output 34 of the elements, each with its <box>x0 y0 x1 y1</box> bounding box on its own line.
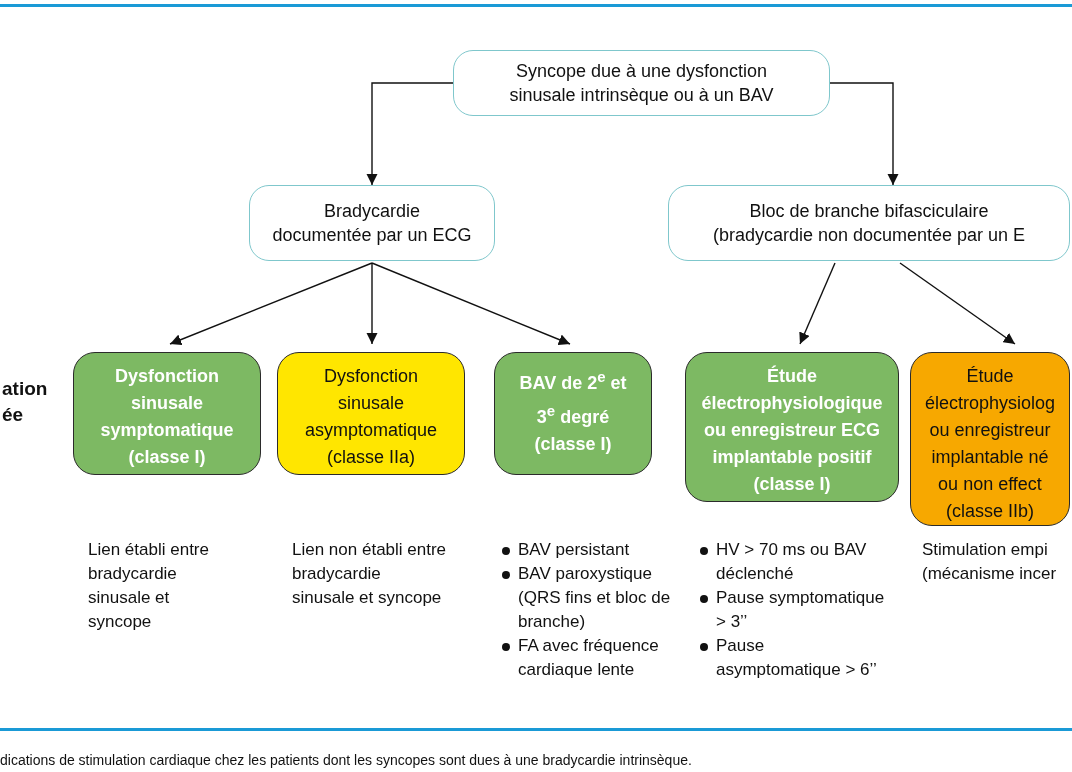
bullet-item: HV > 70 ms ou BAV déclenché <box>716 539 868 585</box>
figure-caption: dications de stimulation cardiaque chez les patients dont les syncopes sont dues à une bradycardie intrinsèque. <box>0 752 692 768</box>
arrow <box>169 262 373 346</box>
category-box <box>494 352 652 475</box>
arrow <box>899 262 1016 345</box>
arrow <box>371 262 571 345</box>
node-label: BAV de 2$^{e}$ et 3$^{e}$ degré (classe I) <box>518 367 628 456</box>
arrow <box>799 262 836 345</box>
category-box <box>910 352 1070 526</box>
bullet-item: BAV paroxystique (QRS fins et bloc de branche) <box>518 563 672 633</box>
node-label: Syncope due à une dysfonction sinusale intrinsèque ou à un BAV <box>508 60 775 107</box>
category-box <box>685 352 899 502</box>
node-label: Bradycardie documentée par un ECG <box>272 200 472 247</box>
arrow <box>366 82 454 186</box>
bullet-item: FA avec fréquence cardiaque lente <box>518 635 660 681</box>
note-text: Lien établi entre bradycardie sinusale et syncope <box>88 539 210 633</box>
node-label: Étude électrophysiolog ou enregistreur implantable né ou non effect (classe IIb) <box>923 365 1057 523</box>
rounded-box <box>453 50 830 116</box>
node-label: Dysfonction sinusale asymptomatique (classe IIa) <box>303 365 439 469</box>
node-label: Bloc de branche bifasciculaire (bradycardie non documentée par un E <box>711 200 1027 247</box>
rounded-box <box>249 185 495 261</box>
arrow <box>366 262 378 345</box>
node-label: Dysfonction sinusale symptomatique (classe I) <box>99 365 235 469</box>
bullet-item: Pause asymptomatique > 6’’ <box>716 635 878 681</box>
category-box <box>73 352 261 475</box>
bullet-item: BAV persistant <box>518 539 630 561</box>
rounded-box <box>668 185 1070 261</box>
note-text: Lien non établi entre bradycardie sinusale et syncope <box>292 539 447 609</box>
side-label: ation ée <box>2 377 49 427</box>
bullet-item: Pause symptomatique > 3’’ <box>716 587 886 633</box>
category-box <box>277 352 465 475</box>
node-label: Étude électrophysiologique ou enregistreur ECG implantable positif (classe I) <box>701 364 883 496</box>
note-text: Stimulation empi (mécanisme incer <box>922 539 1058 585</box>
arrow <box>829 82 899 186</box>
